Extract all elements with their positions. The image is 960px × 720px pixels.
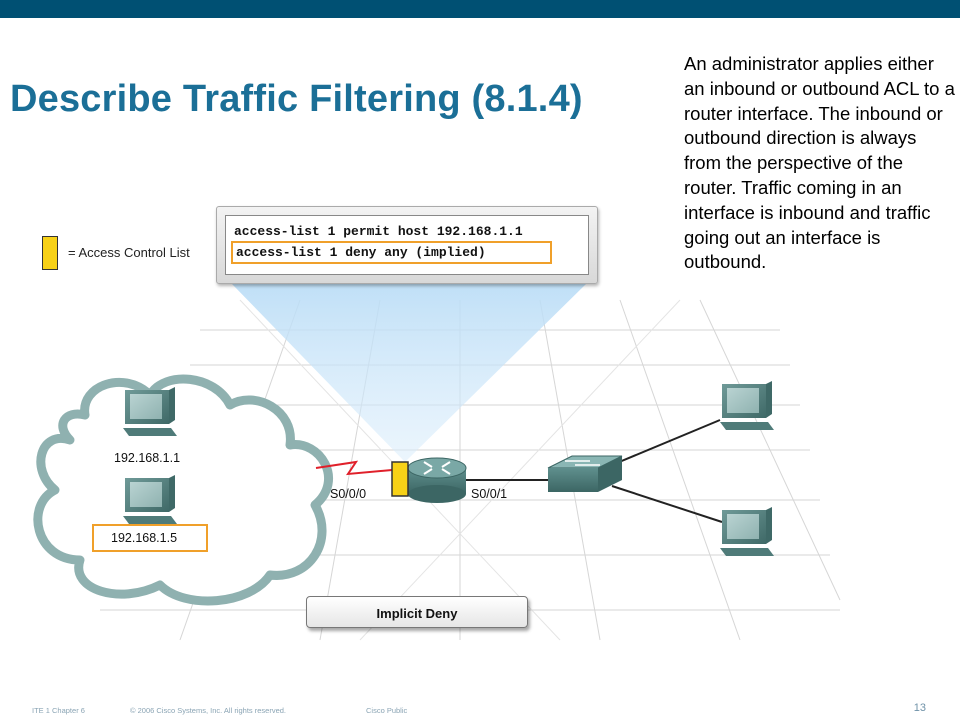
acl-permit-line: access-list 1 permit host 192.168.1.1 [234, 224, 523, 239]
host2-ip-label: 192.168.1.5 [111, 531, 178, 545]
acl-panel: access-list 1 permit host 192.168.1.1 ac… [216, 206, 598, 284]
acl-beam [232, 284, 586, 462]
interface-s000-label: S0/0/0 [330, 487, 367, 501]
acl-deny-line: access-list 1 deny any (implied) [231, 241, 552, 264]
page-number: 13 [913, 702, 926, 714]
acl-listing: access-list 1 permit host 192.168.1.1 ac… [225, 215, 589, 275]
pc-icon-remote1 [720, 381, 774, 430]
switch-icon [547, 455, 623, 492]
implicit-deny-box: Implicit Deny [306, 596, 528, 628]
acl-marker-icon [391, 461, 409, 497]
legend: = Access Control List [42, 236, 222, 272]
interface-s001-label: S0/0/1 [471, 487, 508, 501]
switch-pc2-link [611, 485, 723, 523]
footer-classification: Cisco Public [366, 706, 408, 715]
serial-link [315, 460, 393, 476]
slide-title: Describe Traffic Filtering (8.1.4) [10, 78, 583, 120]
acl-legend-icon [42, 236, 58, 270]
lan-cloud [33, 374, 333, 606]
implicit-deny-label: Implicit Deny [376, 606, 458, 621]
pc-icon-host1 [123, 387, 177, 436]
header-bar [0, 0, 960, 18]
footer-chapter: ITE 1 Chapter 6 [32, 706, 85, 715]
legend-label: = Access Control List [68, 245, 190, 260]
pc-icon-remote2 [720, 507, 774, 556]
switch-pc1-link [611, 419, 721, 466]
router-icon [407, 457, 467, 503]
description-text: An administrator applies either an inbou… [684, 53, 955, 273]
pc-icon-host2 [123, 475, 177, 524]
footer-copyright: © 2006 Cisco Systems, Inc. All rights re… [130, 706, 287, 715]
host2-ip-highlight [92, 524, 208, 552]
host1-ip-label: 192.168.1.1 [114, 451, 181, 465]
